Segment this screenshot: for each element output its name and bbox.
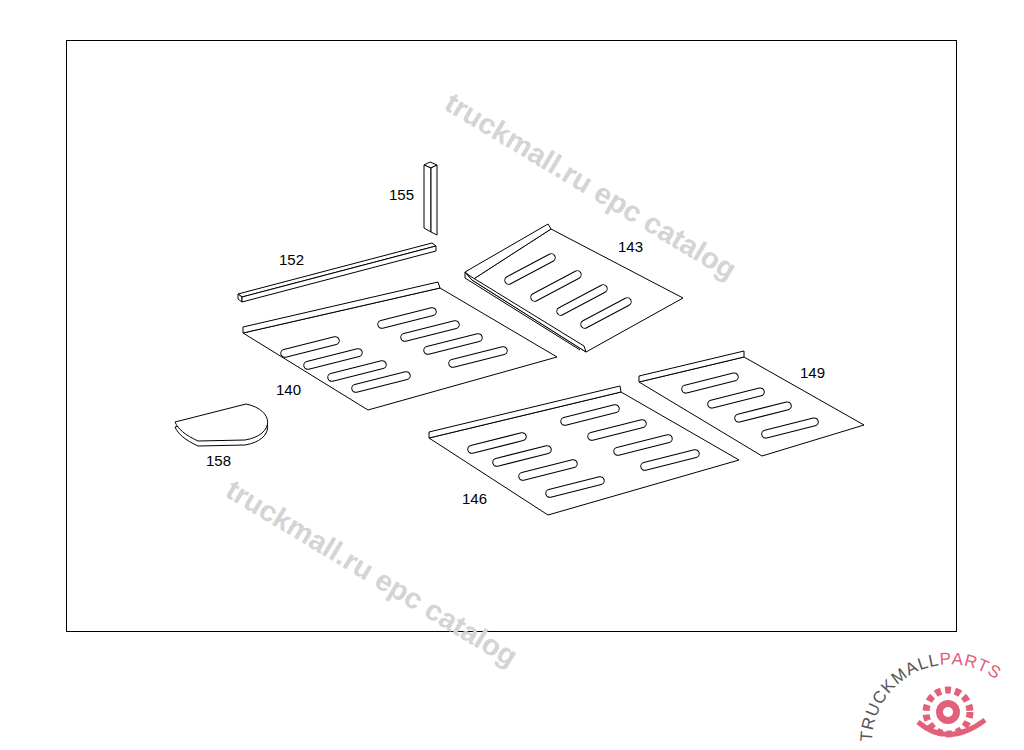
callout-number: 152 — [279, 252, 304, 267]
callout-number: 143 — [618, 239, 643, 254]
logo: TRUCKMALLPARTS — [857, 649, 1005, 742]
callout-number: 149 — [800, 365, 825, 380]
logo-text: PARTS — [939, 649, 1005, 683]
callout-number: 146 — [462, 491, 487, 506]
floor-plate — [465, 224, 683, 352]
logo-text: TRUCKMALL — [857, 650, 941, 742]
floor-plate — [639, 351, 864, 456]
post-part — [424, 162, 437, 235]
callout-number: 155 — [389, 187, 414, 202]
frame — [67, 41, 957, 632]
callout-number: 158 — [206, 453, 231, 468]
cover-part — [175, 404, 268, 446]
callout-number: 140 — [276, 382, 301, 397]
svg-text:TRUCKMALLPARTS: TRUCKMALLPARTS — [857, 649, 1005, 742]
